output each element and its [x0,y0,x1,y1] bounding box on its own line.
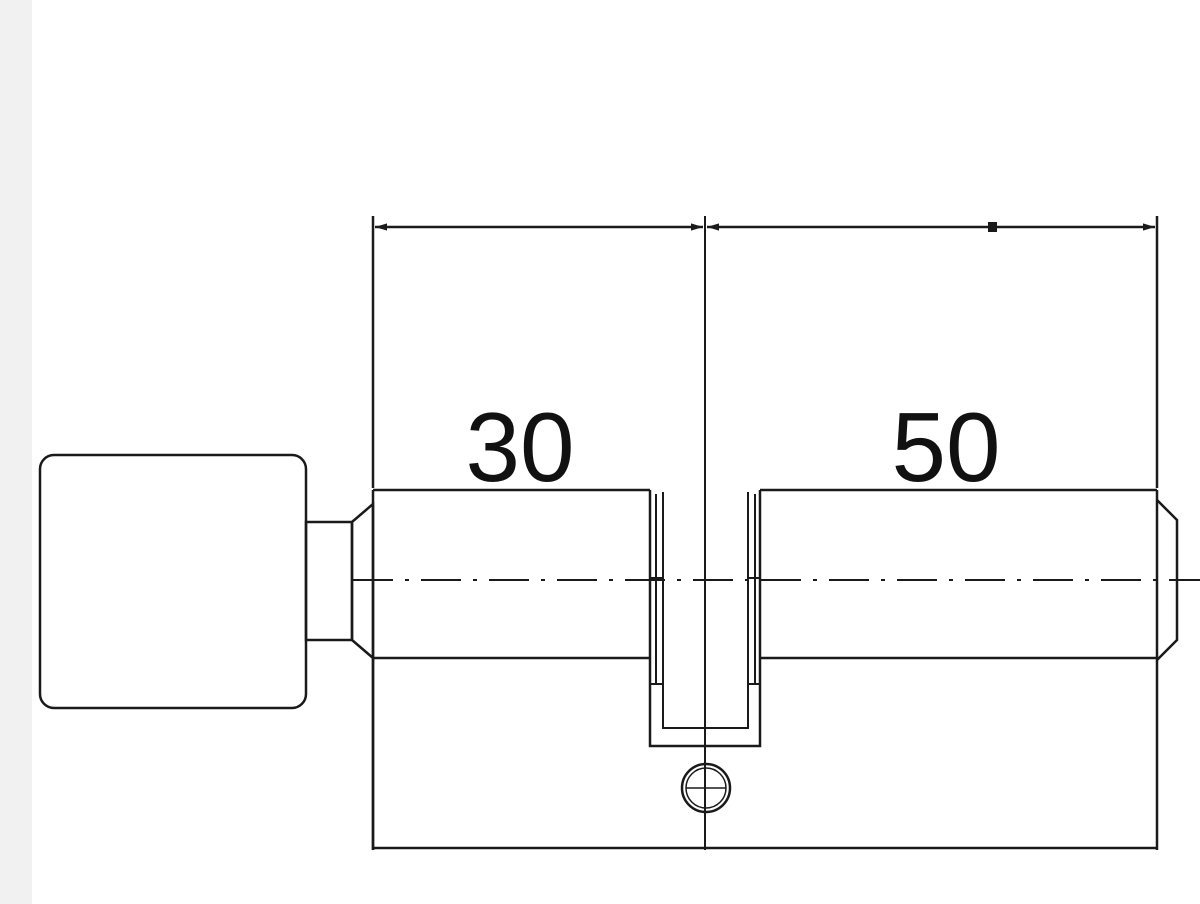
dimension-label-50: 50 [891,392,1000,502]
dimension-dot [988,222,997,232]
thumb-turn-knob [38,453,308,710]
left-margin-strip [0,0,32,904]
fixing-screw-hole [680,762,732,814]
cam-inner [662,492,749,729]
knob-shaft [304,520,354,642]
dimension-label-30: 30 [465,392,574,502]
cam-outer [648,490,762,748]
